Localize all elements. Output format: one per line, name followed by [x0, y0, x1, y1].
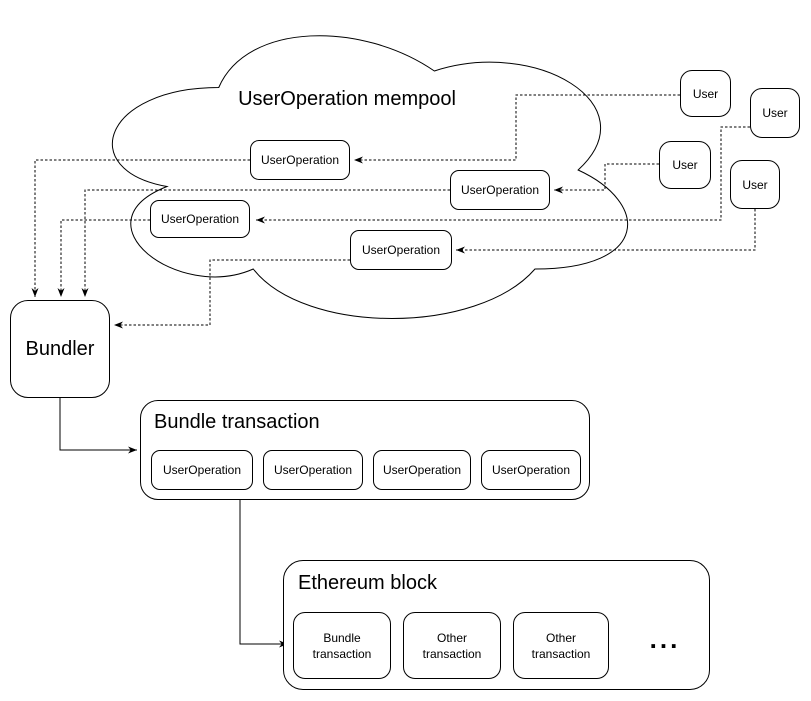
edge-bundle-transaction-to-ethereum-block	[239, 500, 288, 648]
bundle-transaction-title: Bundle transaction	[154, 411, 320, 433]
tx-label-line2: transaction	[312, 646, 372, 661]
edge-userop1-to-bundler	[31, 159, 250, 297]
bundle-transaction-container: Bundle transaction UserOperation UserOpe…	[140, 400, 590, 500]
user-box-1: User	[680, 70, 731, 117]
mempool-useroperation-box-4: UserOperation	[350, 230, 452, 270]
edge-user3-to-userop3	[554, 163, 659, 194]
edge-userop3-to-bundler	[81, 189, 450, 297]
edge-user4-to-userop4	[456, 209, 756, 254]
edge-userop2-to-bundler	[57, 219, 150, 297]
tx-label-line2: transaction	[531, 646, 591, 661]
tx-label-line1: Other	[545, 630, 576, 645]
user-box-3: User	[659, 141, 711, 189]
user-box-2: User	[750, 88, 800, 138]
user-box-4: User	[730, 160, 780, 209]
tx-label-line1: Bundle	[323, 630, 361, 645]
tx-label-line1: Other	[436, 630, 467, 645]
edge-user2-to-userop2	[256, 126, 750, 224]
edge-userop4-to-bundler	[114, 259, 350, 329]
mempool-title: UserOperation mempool	[238, 88, 456, 110]
edge-user1-to-userop1	[354, 94, 680, 164]
ethereum-block-title: Ethereum block	[298, 572, 437, 594]
bundle-useroperation-box-2: UserOperation	[263, 450, 363, 490]
ethereum-tx-bundle-transaction: Bundle transaction	[293, 612, 391, 679]
ethereum-block-container: Ethereum block Bundle transaction Other …	[283, 560, 710, 690]
ethereum-tx-other-transaction-2: Other transaction	[513, 612, 609, 679]
ellipsis-label: ...	[649, 624, 681, 654]
mempool-useroperation-box-3: UserOperation	[450, 170, 550, 210]
edge-bundler-to-bundle-transaction	[59, 398, 137, 454]
bundle-useroperation-box-1: UserOperation	[151, 450, 253, 490]
mempool-cloud-shape	[112, 36, 627, 319]
mempool-useroperation-box-1: UserOperation	[250, 140, 350, 180]
mempool-useroperation-box-2: UserOperation	[150, 200, 250, 238]
bundle-useroperation-box-4: UserOperation	[481, 450, 581, 490]
ethereum-tx-other-transaction-1: Other transaction	[403, 612, 501, 679]
bundler-box: Bundler	[10, 300, 110, 398]
tx-label-line2: transaction	[422, 646, 482, 661]
bundle-useroperation-box-3: UserOperation	[373, 450, 471, 490]
